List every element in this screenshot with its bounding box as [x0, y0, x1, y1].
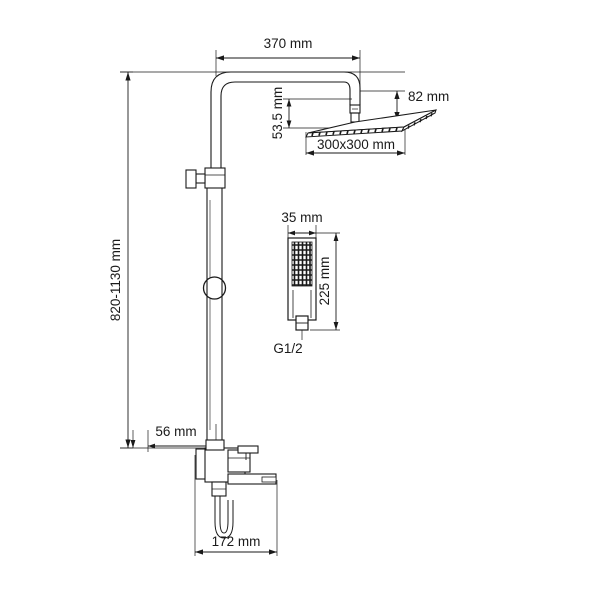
hand-shower — [287, 237, 317, 331]
hose-outer-curve — [214, 496, 234, 539]
arrow-535-top — [286, 99, 292, 107]
arrow-300-right — [397, 150, 405, 156]
head-right-bevel — [400, 108, 437, 133]
arrow-370-left — [216, 55, 224, 61]
dim-label-300x300: 300x300 mm — [317, 137, 395, 152]
wall-mixer-body — [195, 439, 277, 497]
arrow-370-right — [352, 55, 360, 61]
bath-spout-outlet — [261, 476, 277, 483]
dim-label-column-height: 820-1130 mm — [108, 239, 123, 321]
arrow-column-bottom — [125, 439, 131, 448]
bracket-wall-plate — [185, 169, 197, 189]
dim-label-82: 82 mm — [408, 89, 449, 104]
arrow-172-right — [269, 549, 277, 555]
arm-outer-profile — [210, 71, 361, 175]
arrow-column-top — [125, 72, 131, 81]
arrow-35-left — [288, 230, 295, 236]
bracket-arm — [195, 173, 206, 184]
dim-label-56: 56 mm — [155, 424, 196, 439]
overhead-shower-arm — [210, 71, 361, 175]
mixer-lever-handle — [237, 445, 259, 454]
slider-ring — [202, 276, 227, 300]
arrow-172-left — [195, 549, 203, 555]
slider-ring-body — [202, 276, 227, 300]
head-nozzle-row-right — [407, 112, 433, 129]
hose-inner-curve — [219, 496, 229, 534]
arrow-82-top — [394, 91, 400, 99]
overhead-shower-head — [305, 108, 437, 138]
arrow-300-left — [306, 150, 314, 156]
arrow-225-top — [333, 233, 339, 241]
arrow-56-left — [148, 443, 155, 449]
dim-label-225: 225 mm — [317, 257, 332, 306]
riser-pipe — [206, 185, 223, 440]
bracket-collar — [204, 167, 226, 189]
arrow-56-wall — [130, 440, 136, 448]
hand-shower-nozzle-grid — [292, 242, 312, 286]
wall-bracket — [185, 167, 226, 189]
dim-label-172: 172 mm — [212, 534, 261, 549]
dimension-lines — [125, 55, 405, 555]
dim-label-g12: G1/2 — [273, 341, 302, 356]
arrow-535-bottom — [286, 120, 292, 128]
arm-inner-profile — [220, 81, 351, 175]
dim-label-35: 35 mm — [281, 210, 322, 225]
arrow-35-right — [309, 230, 316, 236]
dim-label-370: 370 mm — [264, 36, 313, 51]
shower-hose — [214, 496, 234, 539]
head-nozzle-row-front — [311, 127, 398, 137]
mixer-riser-collar — [205, 439, 225, 451]
arrow-225-bottom — [333, 322, 339, 330]
dim-label-535: 53.5 mm — [270, 87, 285, 140]
